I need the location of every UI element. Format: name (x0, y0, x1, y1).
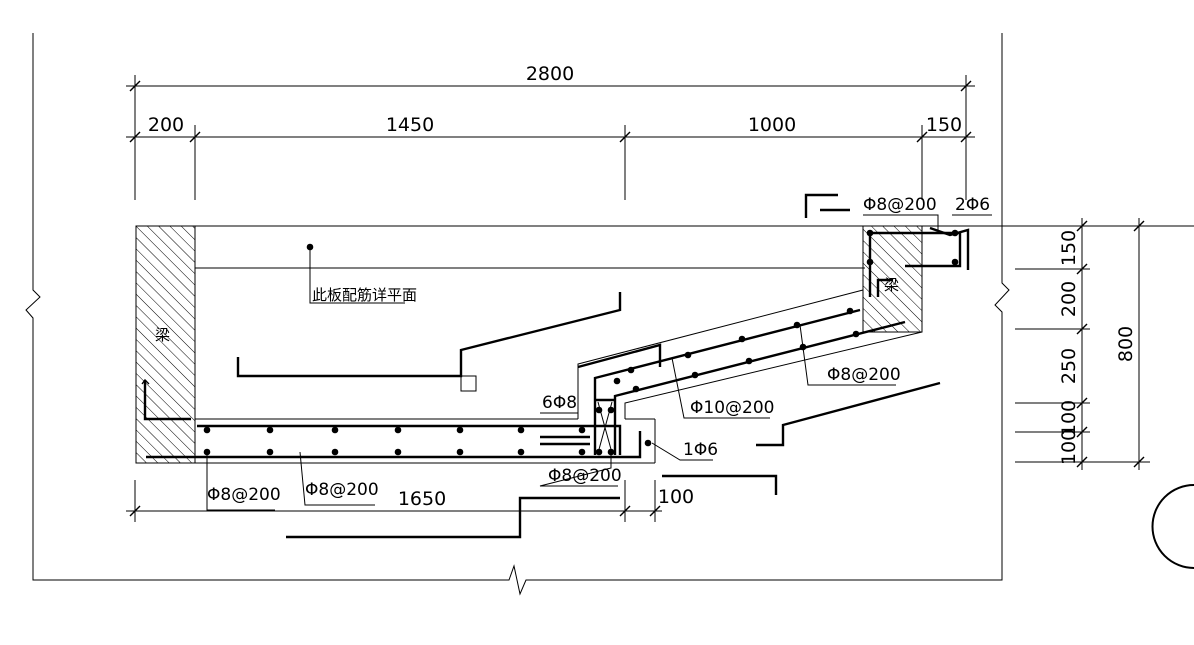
right-vertical-dimension (1015, 218, 1150, 470)
dim-1000: 1000 (748, 114, 796, 136)
rebars (146, 226, 970, 459)
dim-v-800: 800 (1115, 326, 1137, 362)
dim-v-200: 200 (1058, 281, 1080, 317)
dim-1450: 1450 (386, 114, 434, 136)
dim-100-bottom: 100 (658, 486, 694, 508)
rebar-dots (203, 229, 959, 456)
right-beam-label: 梁 (884, 276, 899, 294)
callout-circle-partial (1151, 484, 1194, 569)
label-top-right-rebar: Φ8@200 (863, 195, 937, 215)
dim-200: 200 (148, 114, 184, 136)
slab-note: 此板配筋详平面 (312, 286, 417, 304)
dim-150: 150 (926, 114, 962, 136)
step-lines (141, 193, 941, 539)
top-dimension-chain (126, 75, 975, 200)
outer-frame (25, 33, 1010, 596)
dim-v-250: 250 (1058, 348, 1080, 384)
bottom-dimension (126, 480, 662, 522)
left-beam (135, 225, 196, 464)
label-2phi6: 2Φ6 (955, 195, 990, 215)
leader-lines (206, 214, 992, 511)
label-slope-rebar: Φ8@200 (827, 365, 901, 385)
label-phi10: Φ10@200 (690, 398, 774, 418)
slab-outline (136, 225, 1194, 464)
label-bottom-rebar-1: Φ8@200 (207, 485, 281, 505)
dim-2800: 2800 (526, 63, 574, 85)
dim-v-150: 150 (1058, 230, 1080, 266)
dim-1650: 1650 (398, 488, 446, 510)
left-beam-label: 梁 (155, 326, 170, 344)
dim-v-100-b: 100 (1058, 429, 1080, 465)
dim-v-100-a: 100 (1058, 400, 1080, 436)
label-1phi6: 1Φ6 (683, 440, 718, 460)
label-bottom-rebar-2: Φ8@200 (305, 480, 379, 500)
label-mid-rebar: Φ8@200 (548, 466, 622, 486)
label-6phi8: 6Φ8 (542, 393, 577, 413)
